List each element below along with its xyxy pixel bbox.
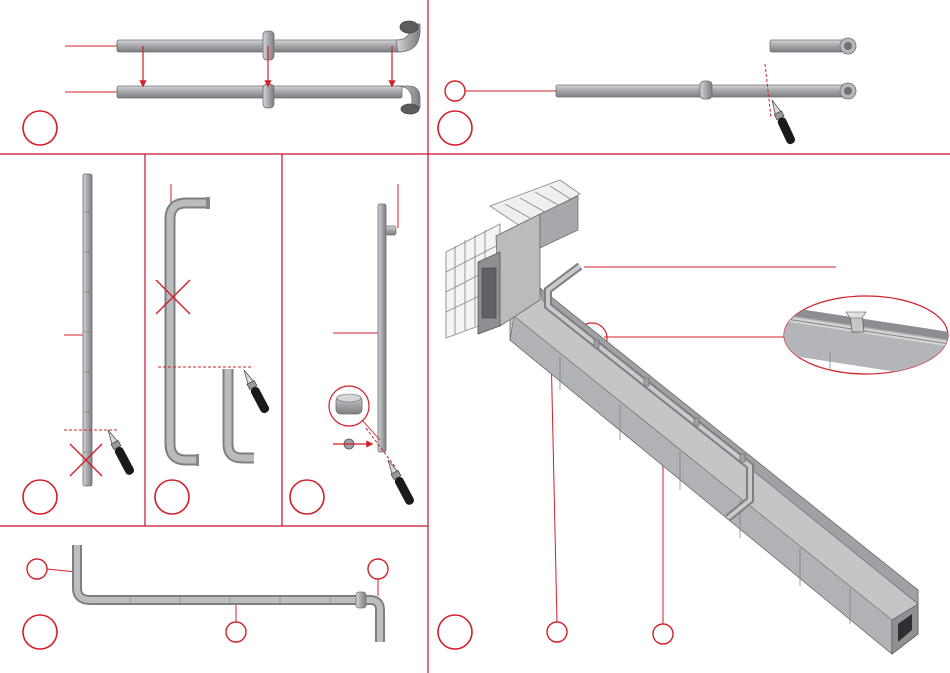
panel-cap-fit xyxy=(290,184,415,514)
pipe-bend-icon xyxy=(356,592,366,608)
pipe-upper xyxy=(117,40,402,52)
pipe-vertical xyxy=(83,174,92,486)
craft-knife-icon xyxy=(240,368,270,415)
pipe-collar xyxy=(263,84,274,108)
panel-pipe-trim xyxy=(438,38,856,145)
pipe-l-shape xyxy=(77,545,380,642)
panel-gutter-assembly xyxy=(438,180,950,654)
pipe-u-shape xyxy=(170,203,208,460)
leader-line xyxy=(47,569,76,572)
panel-l-pipe-assembly xyxy=(23,545,388,649)
magnify-detail-icon xyxy=(780,296,950,380)
part-callout-circle xyxy=(368,559,388,579)
step-circle xyxy=(155,480,189,514)
step-circle xyxy=(23,480,57,514)
step-circle xyxy=(290,480,324,514)
part-callout-circle xyxy=(547,622,567,642)
leader-line xyxy=(551,348,557,622)
step-circle xyxy=(23,615,57,649)
panel-u-pipe-cut xyxy=(155,184,271,514)
part-callout-circle xyxy=(27,559,47,579)
pipe-bracket xyxy=(386,226,396,235)
pipe-collar xyxy=(700,81,712,99)
part-callout-circle xyxy=(653,624,673,644)
step-circle xyxy=(438,615,472,649)
magnify-detail-icon xyxy=(329,386,369,426)
part-callout-circle xyxy=(226,622,246,642)
pipe-lower xyxy=(117,86,402,98)
craft-knife-icon xyxy=(104,428,135,476)
craft-knife-icon xyxy=(384,458,415,506)
pipe-offcut xyxy=(770,40,848,52)
craft-knife-icon xyxy=(768,98,796,145)
part-callout-circle xyxy=(445,81,465,101)
panel-straight-pipe-cut xyxy=(23,174,135,514)
panel-pipe-pair xyxy=(23,21,420,145)
step-circle xyxy=(438,111,472,145)
leader-line xyxy=(362,420,380,440)
pipe-vertical xyxy=(378,204,386,452)
step-circle xyxy=(23,111,57,145)
